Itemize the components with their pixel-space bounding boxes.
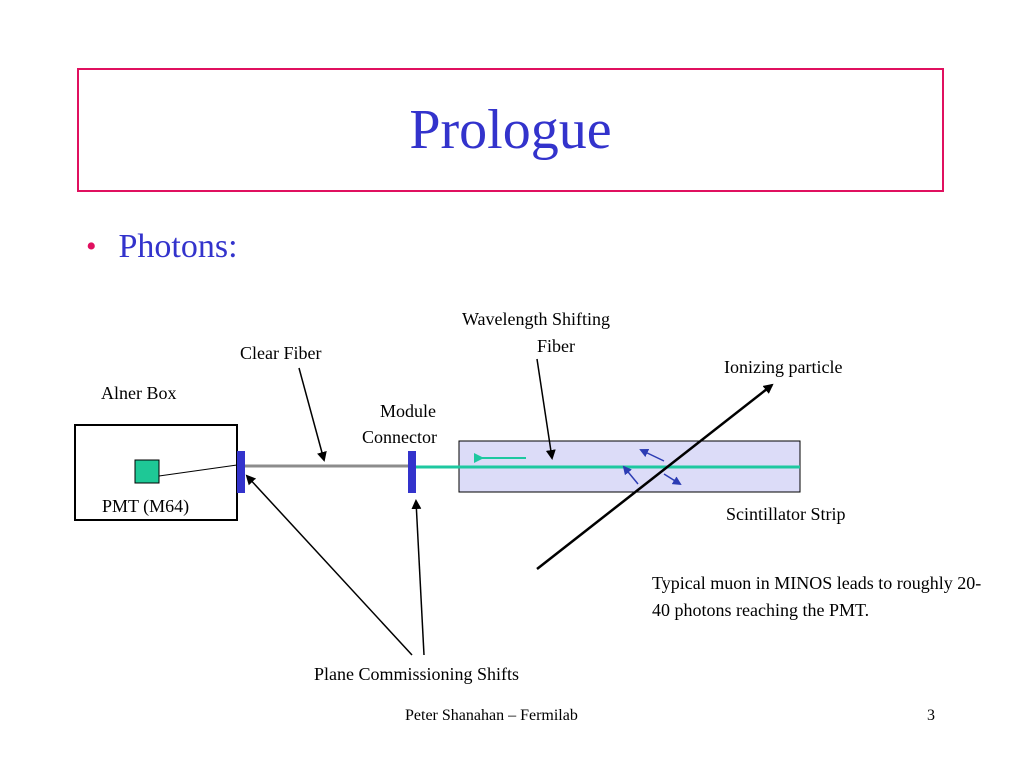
bullet-item: • Photons:	[86, 230, 238, 264]
clear-fiber-label: Clear Fiber	[240, 343, 321, 363]
alner-box-connector	[237, 451, 245, 493]
pmt-square	[134, 459, 160, 484]
photon-arrow-up	[639, 448, 665, 462]
page-number: 3	[927, 707, 935, 724]
footer-author: Peter Shanahan – Fermilab	[405, 707, 578, 724]
clear-fiber-pointer	[298, 367, 327, 462]
module-connector-label-line2: Connector	[362, 427, 437, 447]
pmt-label: PMT (M64)	[102, 496, 189, 517]
alner-box-label: Alner Box	[101, 383, 177, 403]
title-box: Prologue	[77, 68, 944, 192]
pmt-fiber-line	[158, 464, 238, 477]
plane-commissioning-label: Plane Commissioning Shifts	[314, 664, 519, 684]
photon-arrow-left	[622, 465, 639, 485]
photon-arrow-down	[663, 473, 682, 486]
scintillator-strip-label: Scintillator Strip	[726, 504, 846, 524]
module-connector-label-line1: Module	[380, 401, 436, 421]
bullet-dot-icon: •	[86, 230, 97, 263]
plane-commissioning-pointer-left	[245, 474, 413, 656]
wls-fiber-label-line1: Wavelength Shifting	[462, 309, 610, 329]
plane-commissioning-pointer-right	[411, 499, 425, 656]
bullet-text: Photons:	[118, 228, 238, 265]
wls-fiber-pointer	[536, 358, 556, 460]
muon-note: Typical muon in MINOS leads to roughly 2…	[652, 573, 982, 620]
wls-fiber-label-line2: Fiber	[537, 336, 575, 356]
slide-title: Prologue	[409, 99, 612, 161]
ionizing-particle-label: Ionizing particle	[724, 357, 842, 377]
module-connector	[408, 451, 416, 493]
ionizing-particle-track	[536, 383, 774, 570]
